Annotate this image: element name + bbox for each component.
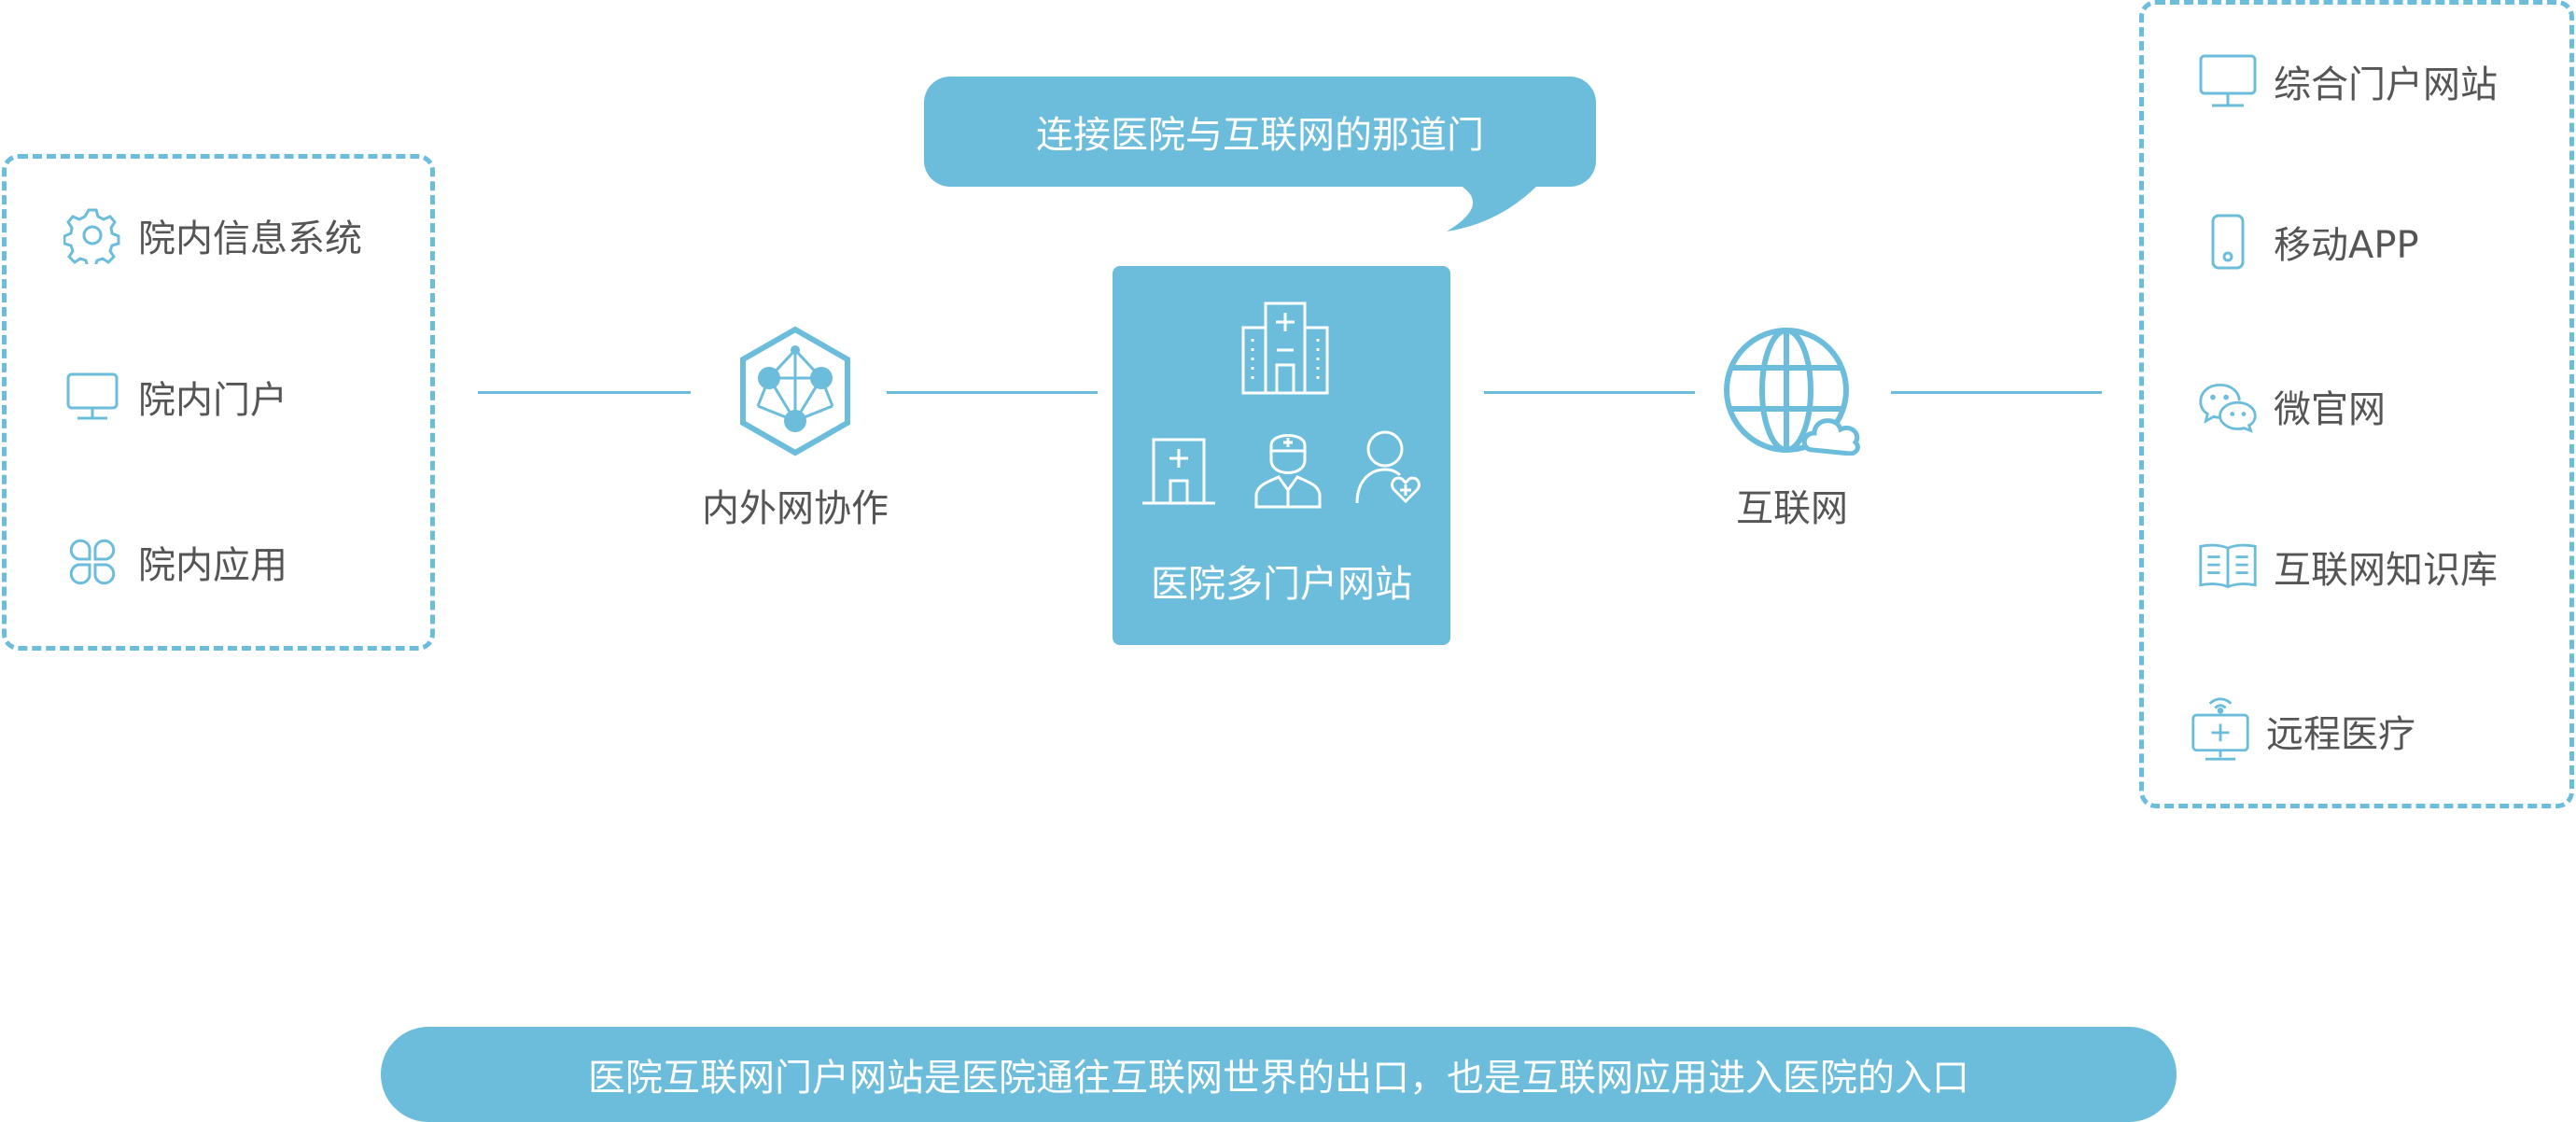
doctor-icon: [1254, 434, 1322, 509]
intranet-systems-group: [2, 154, 435, 651]
left-item-information-system[interactable]: 院内信息系统: [62, 204, 362, 266]
right-item-label: 远程医疗: [2266, 713, 2415, 756]
center-title: 医院多门户网站: [1151, 563, 1412, 606]
footer-text: 医院互联网门户网站是医院通往互联网世界的出口，也是互联网应用进入医院的入口: [588, 1057, 1969, 1100]
clinic-icon: [1142, 438, 1215, 505]
connector-line: [1484, 391, 1695, 394]
connector-line: [887, 391, 1098, 394]
internet-label: 互联网: [1736, 487, 1848, 530]
bubble-tail: [1447, 183, 1540, 231]
phone-icon: [2197, 211, 2259, 273]
globe-cloud-icon: [1723, 327, 1861, 459]
left-item-label: 院内门户: [138, 379, 287, 422]
network-hexagon-icon: [737, 326, 853, 460]
patient-heart-icon: [1355, 430, 1421, 504]
left-item-portal[interactable]: 院内门户: [62, 366, 287, 428]
footer-banner: 医院互联网门户网站是医院通往互联网世界的出口，也是互联网应用进入医院的入口: [381, 1027, 2177, 1122]
right-item-mobile-app[interactable]: 移动APP: [2197, 211, 2419, 273]
connector-line: [478, 391, 691, 394]
right-item-telemedicine[interactable]: 远程医疗: [2190, 697, 2415, 762]
tagline-bubble: 连接医院与互联网的那道门: [924, 77, 1596, 187]
gear-icon: [62, 204, 123, 266]
right-item-label: 综合门户网站: [2274, 63, 2498, 106]
wechat-icon: [2197, 375, 2259, 437]
connector-line: [1891, 391, 2102, 394]
internet-applications-group: [2139, 0, 2574, 808]
tagline-text: 连接医院与互联网的那道门: [1036, 114, 1484, 157]
hospital-portal-box[interactable]: 医院多门户网站: [1113, 266, 1450, 645]
intranet-collaboration-label: 内外网协作: [702, 487, 889, 530]
apps-icon: [62, 531, 123, 593]
right-item-label: 互联网知识库: [2274, 549, 2498, 592]
right-item-label: 微官网: [2274, 388, 2386, 431]
right-item-wechat-site[interactable]: 微官网: [2197, 375, 2386, 437]
hospital-building-icon: [1241, 302, 1329, 395]
right-item-knowledge-base[interactable]: 互联网知识库: [2197, 536, 2498, 597]
right-item-portal-website[interactable]: 综合门户网站: [2197, 50, 2498, 112]
telemedicine-icon: [2190, 697, 2251, 762]
left-item-label: 院内信息系统: [138, 217, 362, 260]
monitor-icon: [2197, 50, 2259, 112]
left-item-applications[interactable]: 院内应用: [62, 531, 287, 593]
left-item-label: 院内应用: [138, 544, 287, 587]
book-icon: [2197, 536, 2259, 597]
monitor-icon: [62, 366, 123, 428]
right-item-label: 移动APP: [2274, 224, 2419, 267]
